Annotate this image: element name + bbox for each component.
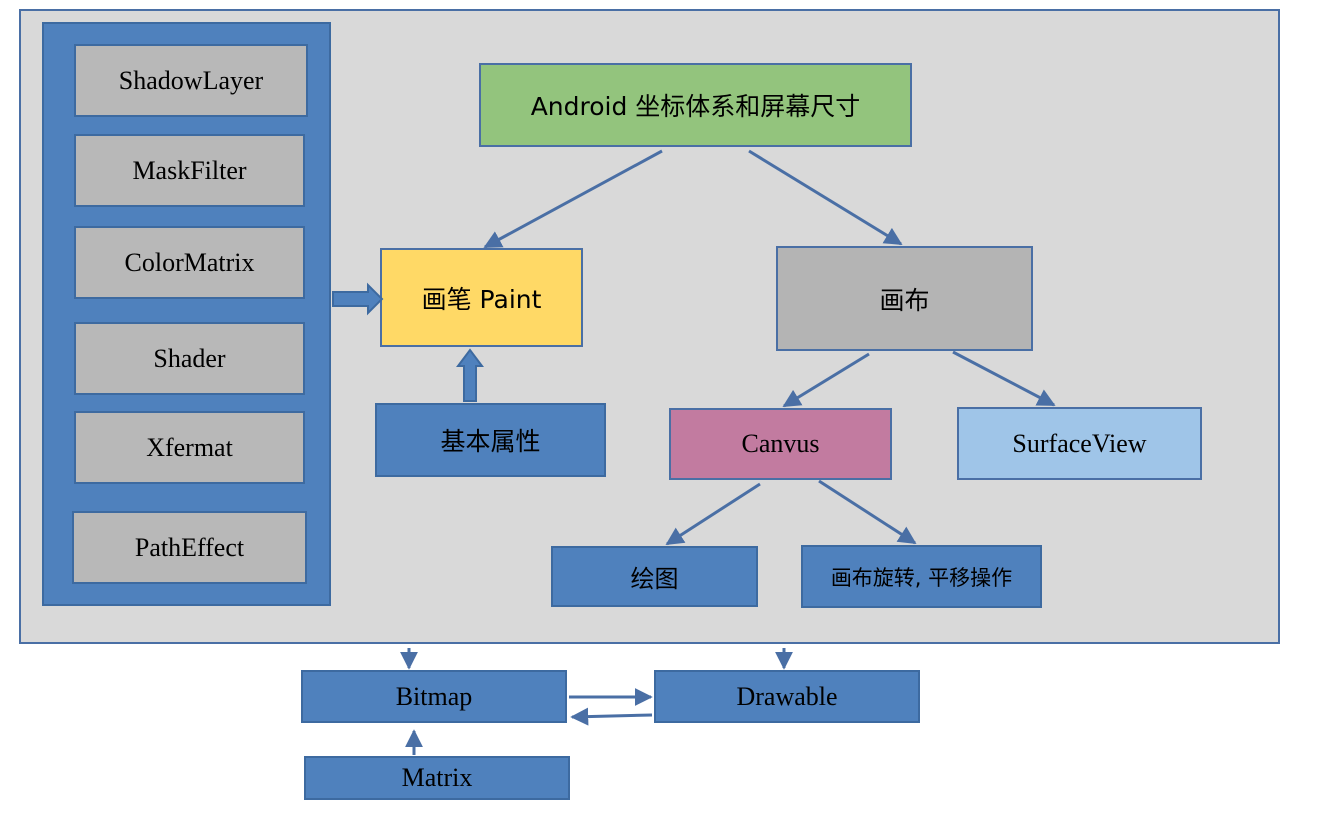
- bitmap-node: Bitmap: [301, 670, 567, 723]
- arrow-root-to-canvas: [748, 149, 903, 246]
- block-arrow-attrs-to-paint: [456, 348, 484, 402]
- draw-node: 绘图: [551, 546, 758, 607]
- arrow-canvus-to-operations: [818, 479, 917, 545]
- maskfilter-node: MaskFilter: [74, 134, 305, 207]
- surfaceview-node: SurfaceView: [957, 407, 1202, 480]
- canvas-node: 画布: [776, 246, 1033, 351]
- canvas-operations-node: 画布旋转, 平移操作: [801, 545, 1042, 608]
- shader-node: Shader: [74, 322, 305, 395]
- arrow-canvas-to-surfaceview: [952, 350, 1056, 407]
- block-arrow-panel-to-paint: [332, 282, 384, 316]
- colormatrix-node: ColorMatrix: [74, 226, 305, 299]
- paint-effects-panel: [42, 22, 331, 606]
- basic-attributes-node: 基本属性: [375, 403, 606, 477]
- arrow-root-to-paint: [483, 149, 663, 249]
- shadowlayer-node: ShadowLayer: [74, 44, 308, 117]
- drawable-node: Drawable: [654, 670, 920, 723]
- arrow-canvas-to-canvus: [782, 352, 870, 408]
- arrow-drawable-to-bitmap: [570, 707, 653, 726]
- xfermat-node: Xfermat: [74, 411, 305, 484]
- patheffect-node: PathEffect: [72, 511, 307, 584]
- matrix-node: Matrix: [304, 756, 570, 800]
- canvus-node: Canvus: [669, 408, 892, 480]
- root-node: Android 坐标体系和屏幕尺寸: [479, 63, 912, 147]
- arrow-canvus-to-draw: [665, 482, 761, 546]
